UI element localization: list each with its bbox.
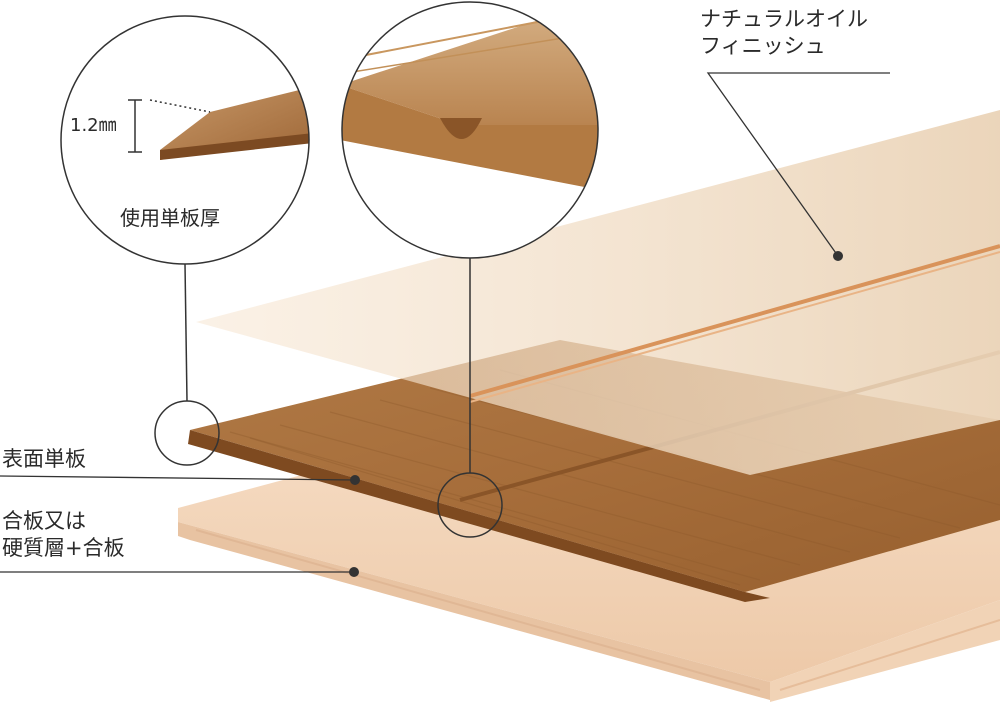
label-thickness-value: 1.2㎜ [70, 115, 117, 136]
core-board-groove-line [195, 529, 761, 691]
film-groove-shade [469, 251, 1000, 403]
label-thickness-caption: 使用単板厚 [120, 206, 220, 230]
face-veneer-edge [188, 430, 770, 602]
leader-finish [706, 72, 890, 257]
leader-finish-dot [833, 251, 843, 261]
zoom-groove [341, 1, 599, 259]
connector-thickness [184, 263, 188, 402]
label-core-line2: 硬質層+合板 [2, 536, 125, 560]
label-finish-line1: ナチュラルオイル [700, 7, 868, 31]
leader-core-dot [349, 567, 359, 577]
label-core-board: 合板又は 硬質層+合板 [2, 508, 125, 562]
core-board-tongue [770, 600, 1000, 702]
film-groove [469, 244, 1000, 398]
label-finish-line2: フィニッシュ [700, 34, 826, 58]
leader-face-dot [350, 475, 360, 485]
leader-face [0, 475, 356, 481]
thickness-bracket [128, 99, 142, 153]
core-board-edge-line [779, 619, 1000, 691]
label-natural-oil-finish: ナチュラルオイル フィニッシュ [700, 6, 868, 60]
label-face-veneer: 表面単板 [2, 446, 86, 473]
label-face-veneer-text: 表面単板 [2, 447, 86, 471]
label-core-line1: 合板又は [2, 509, 86, 533]
